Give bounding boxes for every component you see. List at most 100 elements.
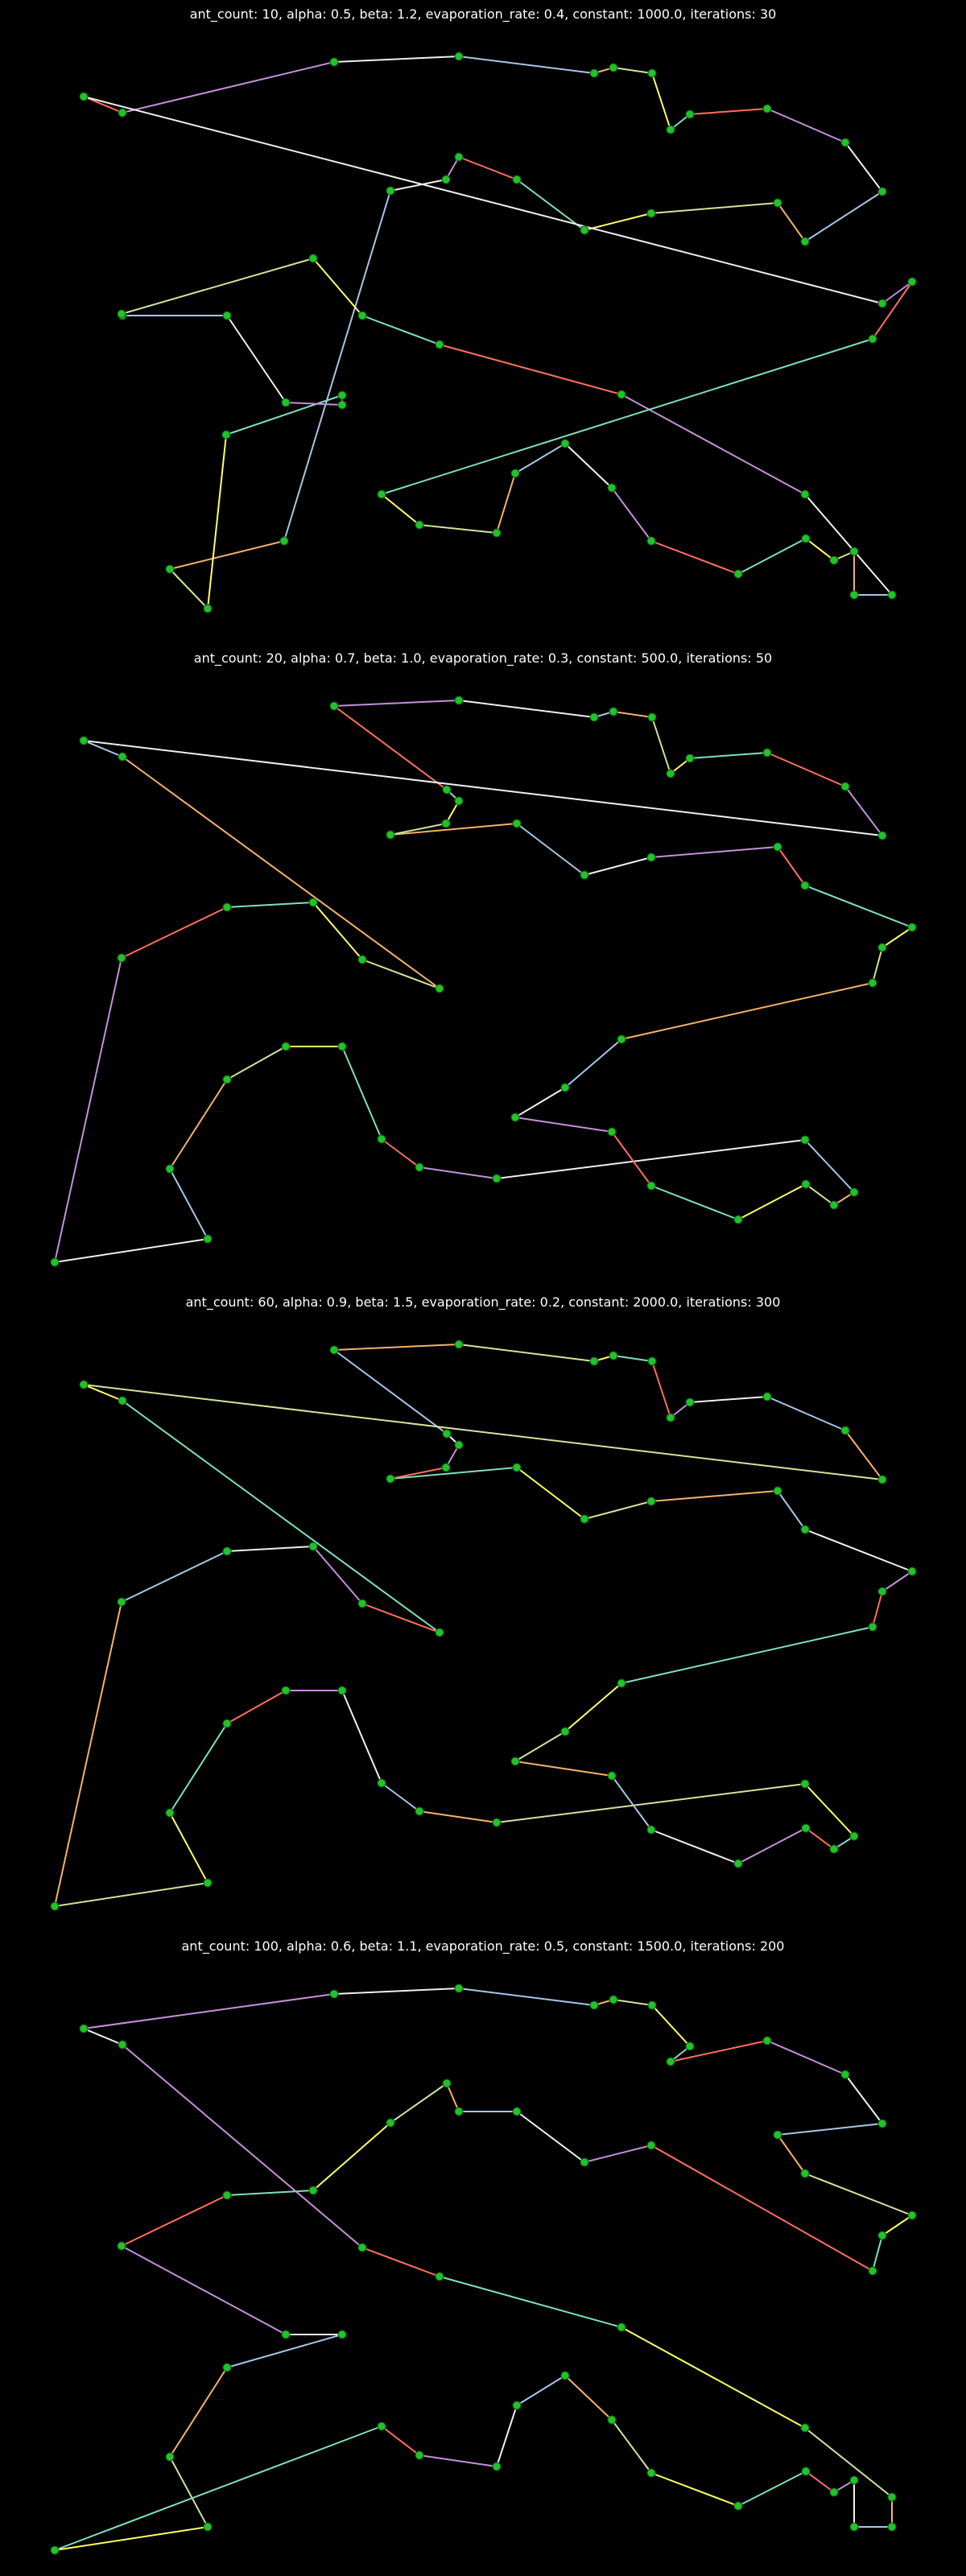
- city-node: [849, 547, 859, 556]
- city-node: [79, 736, 89, 745]
- tour-edge: [613, 1999, 653, 2006]
- city-node: [840, 782, 850, 791]
- tour-edge: [361, 2247, 440, 2277]
- tour-panel: ant_count: 60, alpha: 0.9, beta: 1.5, ev…: [0, 1288, 966, 1929]
- tour-edge: [341, 1046, 382, 1140]
- city-node: [907, 923, 917, 932]
- city-node: [512, 819, 522, 828]
- city-node: [441, 175, 451, 184]
- city-node: [647, 2000, 657, 2010]
- tour-edge: [169, 2456, 208, 2528]
- tour-edge: [689, 108, 768, 115]
- tour-edge: [121, 258, 314, 315]
- tour-edge: [496, 2405, 518, 2467]
- tour-edge: [872, 947, 883, 984]
- city-node: [800, 1779, 810, 1789]
- tour-edge: [122, 1400, 440, 1633]
- tour-edge: [611, 1775, 652, 1831]
- city-node: [646, 2468, 656, 2478]
- city-node: [773, 198, 782, 208]
- city-node: [377, 2421, 386, 2431]
- city-node: [435, 2272, 444, 2281]
- city-node: [907, 1567, 917, 1576]
- city-node: [762, 104, 772, 114]
- tour-edge: [844, 786, 883, 836]
- tour-edge: [844, 1430, 883, 1480]
- city-node: [877, 1587, 887, 1596]
- tour-edge: [777, 2134, 806, 2174]
- tour-edge: [121, 906, 228, 959]
- city-node: [329, 1989, 339, 1999]
- city-node: [386, 186, 395, 196]
- tour-edge: [333, 1988, 460, 1995]
- city-node: [646, 208, 656, 218]
- tour-edge: [613, 711, 653, 718]
- tour-edge: [584, 213, 652, 231]
- city-node: [609, 707, 618, 716]
- tour-edge: [651, 72, 671, 130]
- tour-edge: [516, 2375, 566, 2406]
- tour-edge: [805, 1827, 835, 1850]
- tour-edge: [737, 2471, 807, 2507]
- city-node: [762, 2036, 772, 2046]
- tour-edge: [805, 2471, 835, 2493]
- city-node: [666, 125, 675, 134]
- city-node: [666, 769, 675, 778]
- tour-edge: [872, 281, 913, 340]
- city-node: [685, 753, 695, 763]
- city-node: [829, 2487, 839, 2497]
- city-node: [357, 955, 367, 964]
- tour-edge: [122, 61, 335, 114]
- tour-edge: [390, 2083, 448, 2124]
- city-node: [357, 1599, 367, 1608]
- city-node: [117, 1597, 126, 1607]
- tour-edge: [804, 2427, 893, 2498]
- city-node: [589, 68, 599, 78]
- city-node: [646, 1181, 656, 1191]
- city-node: [222, 1719, 232, 1728]
- tour-plot: [50, 1340, 917, 1911]
- city-node: [512, 175, 522, 184]
- tour-edge: [766, 1396, 846, 1431]
- city-node: [492, 1818, 502, 1827]
- tour-edge: [83, 740, 883, 836]
- tour-edge: [584, 857, 652, 876]
- city-node: [800, 489, 810, 499]
- city-node: [868, 978, 877, 988]
- tour-edge: [650, 202, 778, 214]
- city-node: [560, 1727, 570, 1736]
- tour-edge: [516, 1467, 585, 1520]
- tour-edge: [611, 487, 652, 542]
- tour-edge: [611, 2419, 652, 2474]
- city-node: [607, 1127, 617, 1137]
- city-node: [609, 1351, 618, 1360]
- tour-edge: [169, 568, 208, 609]
- city-node: [337, 1042, 347, 1051]
- tour-edge: [390, 1467, 447, 1480]
- city-node: [308, 254, 318, 263]
- city-node: [281, 1042, 291, 1051]
- city-node: [840, 1426, 850, 1435]
- city-node: [762, 1392, 772, 1402]
- tour-edge: [804, 1529, 913, 1572]
- city-node: [118, 1396, 127, 1406]
- city-node: [117, 309, 126, 319]
- tour-edge: [844, 2074, 883, 2124]
- city-node: [840, 138, 850, 147]
- city-node: [279, 536, 289, 546]
- city-node: [868, 1622, 877, 1632]
- city-node: [666, 1413, 675, 1422]
- city-node: [510, 469, 520, 478]
- city-node: [510, 1113, 520, 1122]
- tour-panel: ant_count: 10, alpha: 0.5, beta: 1.2, ev…: [0, 0, 966, 641]
- city-node: [492, 528, 502, 538]
- city-node: [801, 1179, 811, 1189]
- tour-edge: [283, 190, 391, 542]
- tour-edge: [390, 823, 447, 836]
- city-node: [589, 712, 599, 722]
- city-node: [580, 870, 589, 880]
- tour-edge: [285, 402, 343, 406]
- tour-edge: [766, 752, 846, 787]
- city-node: [435, 340, 444, 349]
- city-node: [415, 2450, 424, 2460]
